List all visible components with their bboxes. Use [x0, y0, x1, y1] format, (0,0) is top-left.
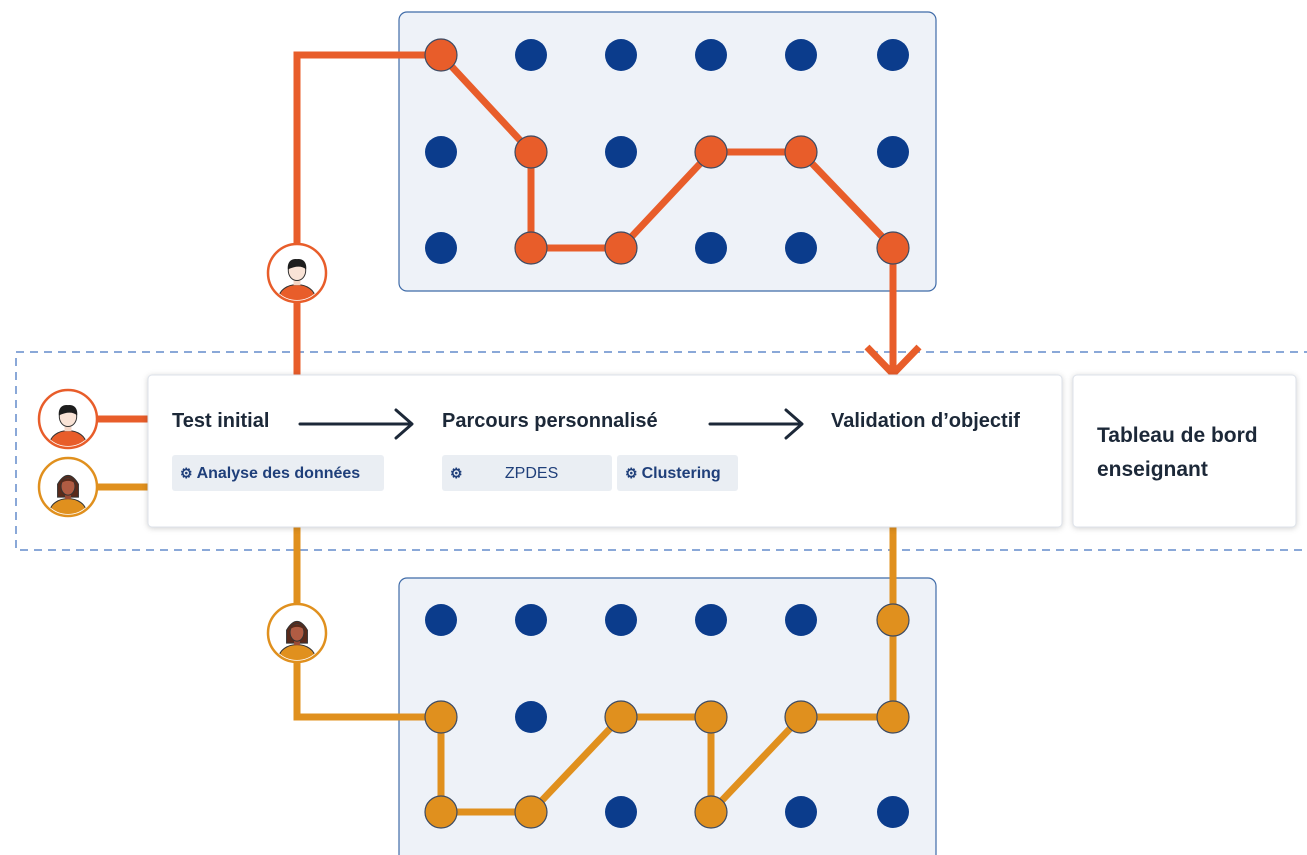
grid-node: [425, 604, 457, 636]
top-path-panel: [398, 11, 937, 292]
learner-1-path-node: [694, 135, 728, 169]
learner-1-path-node: [514, 135, 548, 169]
grid-node: [515, 701, 547, 733]
learner-1-path-node: [784, 135, 818, 169]
learner-2-path-node: [876, 700, 910, 734]
pipeline-band: [15, 351, 1307, 551]
boy-avatar-icon: [266, 242, 328, 304]
learner-2-path-node: [876, 603, 910, 637]
top-grid: [424, 38, 910, 265]
gear-icon: ⚙: [450, 465, 463, 481]
grid-node: [605, 796, 637, 828]
arrow-down-icon: [864, 344, 922, 378]
arrow-right-icon: [298, 408, 414, 440]
dashboard-title: Tableau de bord enseignant: [1097, 424, 1258, 481]
bottom-grid: [424, 603, 910, 829]
grid-node: [425, 136, 457, 168]
learner-2-connector: [293, 527, 441, 721]
learner-1-path-node: [424, 38, 458, 72]
boy-avatar-icon: [37, 388, 99, 450]
learner-1-path-node: [604, 231, 638, 265]
learner-2-path-node: [694, 795, 728, 829]
grid-node: [605, 604, 637, 636]
pipeline-card: [147, 374, 1063, 528]
learner-1-path-node: [876, 231, 910, 265]
learner-1-path-node: [514, 231, 548, 265]
tag-analyse-label: Analyse des données: [196, 465, 361, 482]
grid-node: [695, 39, 727, 71]
grid-node: [515, 39, 547, 71]
learner-2-path-node: [514, 795, 548, 829]
gear-icon: ⚙: [180, 465, 193, 481]
tag-zpdes: ⚙ ZPDES: [442, 455, 612, 491]
grid-node: [605, 39, 637, 71]
tag-clustering: ⚙Clustering: [617, 455, 738, 491]
gear-icon: ⚙: [625, 465, 638, 481]
tag-clustering-label: Clustering: [641, 465, 721, 482]
grid-node: [785, 604, 817, 636]
learner-2-path-node: [694, 700, 728, 734]
grid-node: [785, 39, 817, 71]
grid-node: [515, 604, 547, 636]
tag-zpdes-label: ZPDES: [504, 465, 559, 482]
grid-node: [695, 604, 727, 636]
learner-2-path-node: [424, 700, 458, 734]
learner-2-path-node: [604, 700, 638, 734]
grid-node: [695, 232, 727, 264]
learner-2-path-node: [424, 795, 458, 829]
grid-node: [785, 232, 817, 264]
grid-node: [785, 796, 817, 828]
grid-node: [877, 796, 909, 828]
step-test-initial: Test initial: [172, 410, 270, 432]
grid-node: [605, 136, 637, 168]
girl-avatar-icon: [266, 602, 328, 664]
girl-avatar-icon: [37, 456, 99, 518]
learner-2-path-node: [784, 700, 818, 734]
grid-node: [877, 39, 909, 71]
dashboard-card: [1072, 374, 1297, 528]
grid-node: [425, 232, 457, 264]
tag-analyse-des-donnees: ⚙Analyse des données: [172, 455, 384, 491]
arrow-right-icon: [708, 408, 804, 440]
step-validation-objectif: Validation d’objectif: [831, 410, 1020, 432]
grid-node: [877, 136, 909, 168]
step-parcours-personnalise: Parcours personnalisé: [442, 410, 658, 432]
